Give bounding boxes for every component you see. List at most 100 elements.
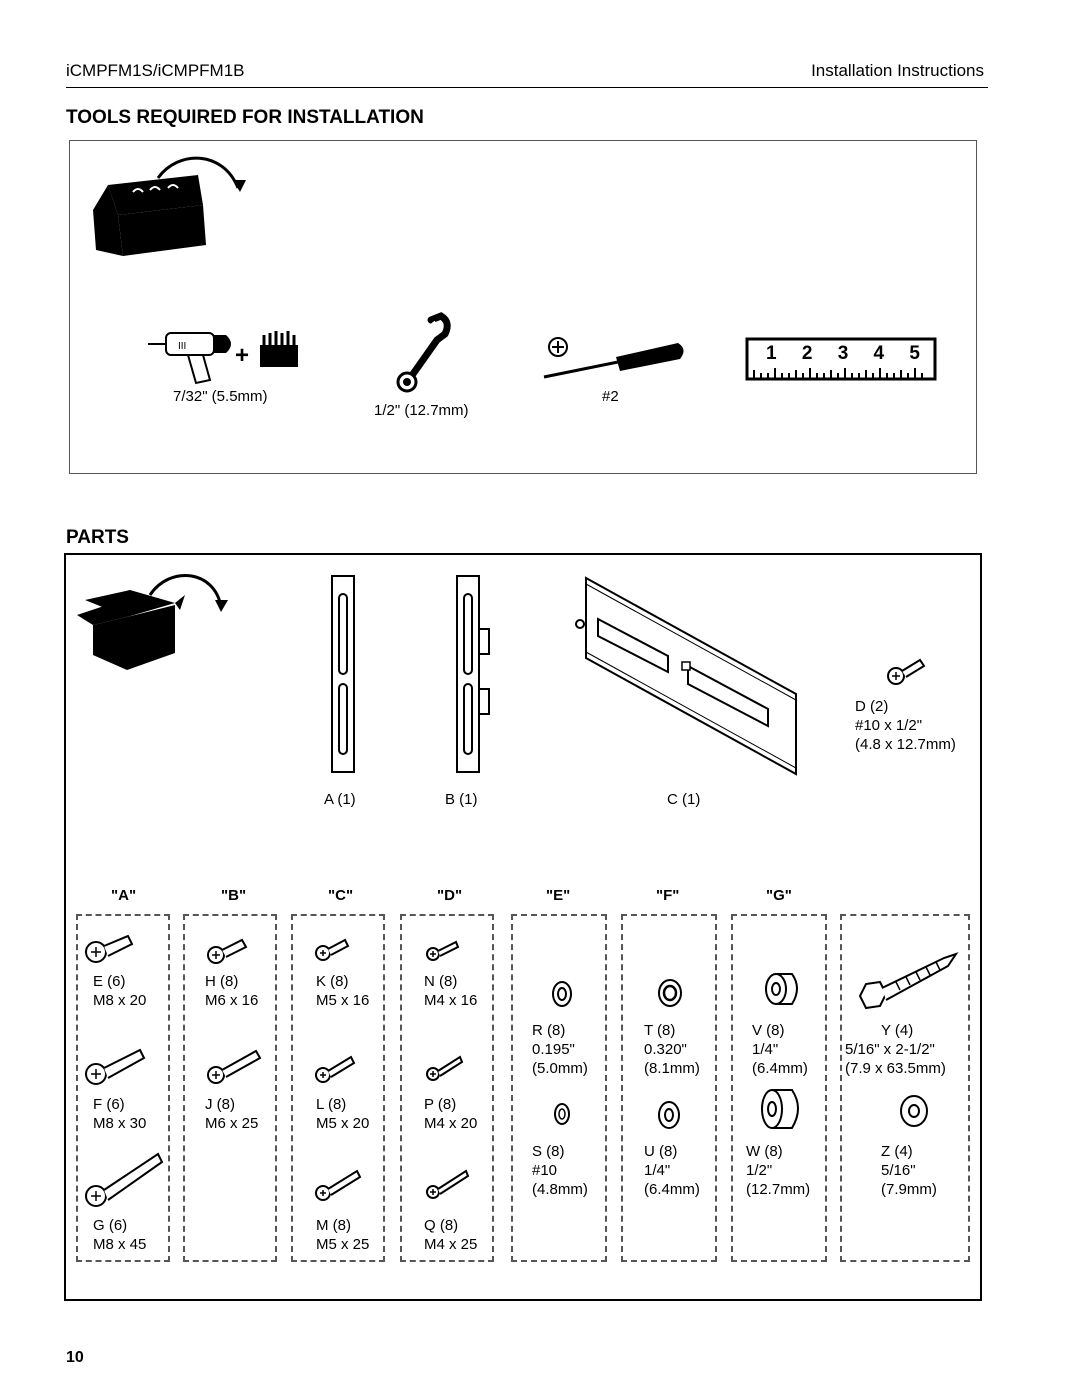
screw-q-size: M4 x 25: [424, 1236, 478, 1253]
washer-u-metric: (6.4mm): [644, 1181, 700, 1198]
spacer-v-icon: [765, 973, 798, 1005]
washer-t-icon: [658, 979, 682, 1007]
screw-k-size: M5 x 16: [316, 992, 370, 1009]
washer-s-size: #10: [532, 1162, 558, 1179]
screw-p-size: M4 x 20: [424, 1115, 478, 1132]
screw-d-icon: [887, 658, 926, 685]
screw-g-size: M8 x 45: [93, 1236, 147, 1253]
column-e-header: "E": [546, 887, 571, 904]
washer-z-metric: (7.9mm): [881, 1181, 937, 1198]
screw-p-icon: [426, 1055, 464, 1081]
hardware-bag-g: [731, 914, 827, 1262]
svg-text:III: III: [178, 341, 186, 352]
hardware-bag-c: [291, 914, 385, 1262]
model-number: iCMPFM1S/iCMPFM1B: [66, 61, 245, 80]
column-d-header: "D": [437, 887, 463, 904]
washer-r-metric: (5.0mm): [532, 1060, 588, 1077]
lag-bolt-y-icon: [858, 952, 959, 1010]
washer-z-size: 5/16": [881, 1162, 916, 1179]
washer-z-id: Z (4): [881, 1143, 913, 1160]
screw-e-icon: [85, 934, 134, 963]
tools-heading: TOOLS REQUIRED FOR INSTALLATION: [66, 107, 424, 128]
header-rule: [66, 87, 988, 88]
drill-icon: III +: [148, 331, 298, 385]
washer-s-id: S (8): [532, 1143, 565, 1160]
screw-e-id: E (6): [93, 973, 126, 990]
washer-t-metric: (8.1mm): [644, 1060, 700, 1077]
wrench-icon: [396, 312, 451, 393]
tools-panel: [69, 140, 977, 474]
spacer-w-id: W (8): [746, 1143, 783, 1160]
screw-j-icon: [207, 1049, 262, 1084]
screw-j-size: M6 x 25: [205, 1115, 259, 1132]
screw-k-id: K (8): [316, 973, 349, 990]
screw-e-size: M8 x 20: [93, 992, 147, 1009]
bracket-b-illustration: [456, 575, 490, 773]
hardware-bag-d: [400, 914, 494, 1262]
part-d-metric: (4.8 x 12.7mm): [855, 736, 956, 753]
screw-l-size: M5 x 20: [316, 1115, 370, 1132]
drill-bit-size: 7/32" (5.5mm): [173, 388, 268, 405]
part-d-name: D (2): [855, 698, 889, 715]
screw-h-icon: [207, 938, 248, 964]
washer-z-icon: [900, 1095, 928, 1127]
screw-h-size: M6 x 16: [205, 992, 259, 1009]
spacer-v-size: 1/4": [752, 1041, 779, 1058]
screw-f-size: M8 x 30: [93, 1115, 147, 1132]
document-type: Installation Instructions: [811, 61, 984, 80]
column-c-header: "C": [328, 887, 354, 904]
lag-bolt-y-size: 5/16" x 2-1/2": [845, 1041, 935, 1058]
ruler-digits: 1 2 3 4 5: [766, 343, 930, 364]
screw-g-icon: [85, 1152, 164, 1207]
washer-r-size: 0.195": [532, 1041, 575, 1058]
column-g-header: "G": [766, 887, 792, 904]
washer-s-icon: [554, 1103, 570, 1125]
screw-g-id: G (6): [93, 1217, 128, 1234]
washer-r-id: R (8): [532, 1022, 566, 1039]
washer-u-icon: [658, 1101, 680, 1129]
screw-f-id: F (6): [93, 1096, 125, 1113]
screw-l-icon: [315, 1055, 356, 1083]
screwdriver-size: #2: [602, 388, 619, 405]
hardware-bag-a: [76, 914, 170, 1262]
parts-panel: [64, 553, 982, 1301]
screw-n-icon: [426, 940, 460, 961]
hardware-bag-e: [511, 914, 607, 1262]
bracket-a-illustration: [331, 575, 355, 773]
wrench-size: 1/2" (12.7mm): [374, 402, 469, 419]
screw-m-icon: [315, 1169, 362, 1201]
part-b-label: B (1): [445, 791, 478, 808]
part-a-label: A (1): [324, 791, 356, 808]
screw-n-id: N (8): [424, 973, 458, 990]
screw-j-id: J (8): [205, 1096, 235, 1113]
spacer-v-metric: (6.4mm): [752, 1060, 808, 1077]
parts-heading: PARTS: [66, 527, 129, 548]
screw-q-icon: [426, 1169, 470, 1199]
washer-r-icon: [552, 981, 572, 1007]
screw-f-icon: [85, 1048, 146, 1085]
screwdriver-icon: [543, 337, 684, 379]
washer-s-metric: (4.8mm): [532, 1181, 588, 1198]
toolbox-icon: [93, 156, 246, 256]
spacer-w-size: 1/2": [746, 1162, 773, 1179]
screw-m-id: M (8): [316, 1217, 351, 1234]
washer-u-size: 1/4": [644, 1162, 671, 1179]
lag-bolt-y-id: Y (4): [881, 1022, 914, 1039]
open-box-icon: [77, 574, 228, 670]
column-b-header: "B": [221, 887, 247, 904]
screw-k-icon: [315, 938, 350, 961]
column-a-header: "A": [111, 887, 137, 904]
part-c-label: C (1): [667, 791, 701, 808]
washer-t-id: T (8): [644, 1022, 676, 1039]
screw-n-size: M4 x 16: [424, 992, 478, 1009]
spacer-w-metric: (12.7mm): [746, 1181, 811, 1198]
lag-bolt-y-metric: (7.9 x 63.5mm): [845, 1060, 946, 1077]
page-number: 10: [66, 1349, 84, 1366]
svg-text:+: +: [235, 342, 249, 369]
hardware-bag-y-z: [840, 914, 970, 1262]
hardware-bag-b: [183, 914, 277, 1262]
ruler-icon: 1 2 3 4 5: [745, 337, 937, 381]
spacer-w-icon: [761, 1089, 799, 1129]
screw-h-id: H (8): [205, 973, 239, 990]
part-d-size: #10 x 1/2": [855, 717, 923, 734]
